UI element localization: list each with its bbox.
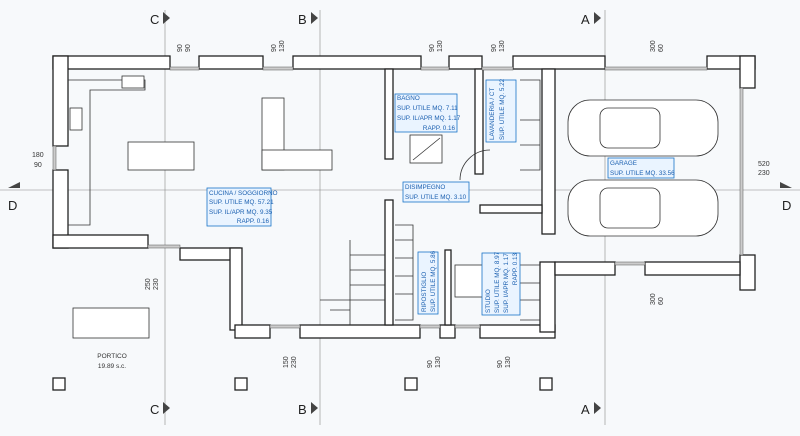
svg-text:90: 90 bbox=[177, 44, 184, 52]
svg-text:SUP. UTILE MQ. 8.97: SUP. UTILE MQ. 8.97 bbox=[494, 251, 501, 313]
svg-text:B: B bbox=[298, 12, 307, 27]
svg-text:60: 60 bbox=[658, 297, 665, 305]
svg-text:19.89 s.c.: 19.89 s.c. bbox=[98, 363, 126, 370]
svg-text:230: 230 bbox=[153, 278, 160, 290]
svg-text:250: 250 bbox=[145, 278, 152, 290]
svg-text:90: 90 bbox=[491, 44, 498, 52]
section-marker-a-top: A bbox=[581, 12, 601, 27]
svg-text:STUDIO: STUDIO bbox=[485, 289, 492, 313]
svg-text:SUP. IL/APR MQ. 1.17: SUP. IL/APR MQ. 1.17 bbox=[397, 115, 461, 122]
svg-text:90: 90 bbox=[271, 44, 278, 52]
room-label-disimpegno: DISIMPEGNO SUP. UTILE MQ. 3.10 bbox=[402, 181, 470, 203]
svg-text:90: 90 bbox=[497, 360, 504, 368]
room-label-bagno: BAGNO SUP. UTILE MQ. 7.11 SUP. IL/APR MQ… bbox=[394, 93, 461, 133]
svg-text:A: A bbox=[581, 402, 590, 417]
svg-text:90: 90 bbox=[34, 162, 42, 169]
svg-text:230: 230 bbox=[291, 356, 298, 368]
section-marker-a-bottom: A bbox=[581, 402, 601, 417]
room-label-studio: STUDIO SUP. UTILE MQ. 8.97 SUP. I/APR MQ… bbox=[481, 251, 521, 316]
svg-text:SUP. UTILE MQ. 3.10: SUP. UTILE MQ. 3.10 bbox=[405, 194, 467, 201]
svg-text:60: 60 bbox=[658, 44, 665, 52]
svg-text:130: 130 bbox=[279, 40, 286, 52]
section-marker-b-bottom: B bbox=[298, 402, 318, 417]
svg-text:RAPP. 0.13: RAPP. 0.13 bbox=[512, 253, 519, 286]
section-marker-d-right: D bbox=[780, 182, 792, 213]
svg-text:300: 300 bbox=[650, 40, 657, 52]
svg-text:CUCINA / SOGGIORNO: CUCINA / SOGGIORNO bbox=[209, 190, 278, 197]
svg-text:130: 130 bbox=[499, 40, 506, 52]
svg-text:C: C bbox=[150, 12, 159, 27]
svg-text:SUP. UTILE MQ. 7.11: SUP. UTILE MQ. 7.11 bbox=[397, 105, 458, 112]
svg-text:A: A bbox=[581, 12, 590, 27]
svg-text:DISIMPEGNO: DISIMPEGNO bbox=[405, 184, 445, 191]
svg-text:RAPP. 0.16: RAPP. 0.16 bbox=[423, 125, 456, 132]
stairs bbox=[320, 240, 385, 325]
svg-text:SUP. UTILE MQ. 5.86: SUP. UTILE MQ. 5.86 bbox=[430, 250, 437, 312]
svg-text:D: D bbox=[782, 198, 791, 213]
svg-text:SUP. I/APR MQ. 1.17: SUP. I/APR MQ. 1.17 bbox=[503, 253, 510, 313]
svg-text:300: 300 bbox=[650, 293, 657, 305]
svg-text:90: 90 bbox=[427, 360, 434, 368]
svg-text:B: B bbox=[298, 402, 307, 417]
section-marker-b-top: B bbox=[298, 12, 318, 27]
svg-text:130: 130 bbox=[505, 356, 512, 368]
svg-text:230: 230 bbox=[758, 170, 770, 177]
room-label-portico: PORTICO 19.89 s.c. bbox=[97, 353, 127, 370]
svg-text:C: C bbox=[150, 402, 159, 417]
portico-columns bbox=[52, 377, 553, 391]
svg-text:SUP. UTILE MQ. 5.22: SUP. UTILE MQ. 5.22 bbox=[499, 78, 506, 140]
section-marker-c-top: C bbox=[150, 12, 170, 27]
svg-text:D: D bbox=[8, 198, 17, 213]
section-marker-c-bottom: C bbox=[150, 402, 170, 417]
svg-text:130: 130 bbox=[435, 356, 442, 368]
room-label-garage: GARAGE SUP. UTILE MQ. 33.56 bbox=[607, 157, 675, 179]
section-marker-d-left: D bbox=[8, 182, 20, 213]
svg-text:90: 90 bbox=[429, 44, 436, 52]
svg-text:SUP. UTILE MQ. 57.21: SUP. UTILE MQ. 57.21 bbox=[209, 199, 274, 206]
walls bbox=[52, 55, 756, 339]
svg-text:BAGNO: BAGNO bbox=[397, 95, 420, 102]
svg-text:130: 130 bbox=[437, 40, 444, 52]
svg-text:90: 90 bbox=[185, 44, 192, 52]
car-top bbox=[567, 99, 719, 157]
svg-text:RAPP. 0.16: RAPP. 0.16 bbox=[237, 218, 270, 225]
windows bbox=[52, 66, 744, 329]
svg-text:SUP. IL/APR MQ. 9.35: SUP. IL/APR MQ. 9.35 bbox=[209, 209, 273, 216]
svg-text:180: 180 bbox=[32, 152, 44, 159]
svg-text:520: 520 bbox=[758, 161, 770, 168]
svg-text:RIPOSTIGLIO: RIPOSTIGLIO bbox=[421, 272, 428, 312]
car-bottom bbox=[567, 179, 719, 237]
svg-text:SUP. UTILE MQ. 33.56: SUP. UTILE MQ. 33.56 bbox=[610, 170, 675, 177]
svg-text:GARAGE: GARAGE bbox=[610, 160, 637, 167]
svg-text:PORTICO: PORTICO bbox=[97, 353, 127, 360]
svg-text:LAVANDERIA / CT: LAVANDERIA / CT bbox=[489, 88, 496, 140]
svg-text:150: 150 bbox=[283, 356, 290, 368]
room-label-cucina: CUCINA / SOGGIORNO SUP. UTILE MQ. 57.21 … bbox=[206, 187, 278, 227]
